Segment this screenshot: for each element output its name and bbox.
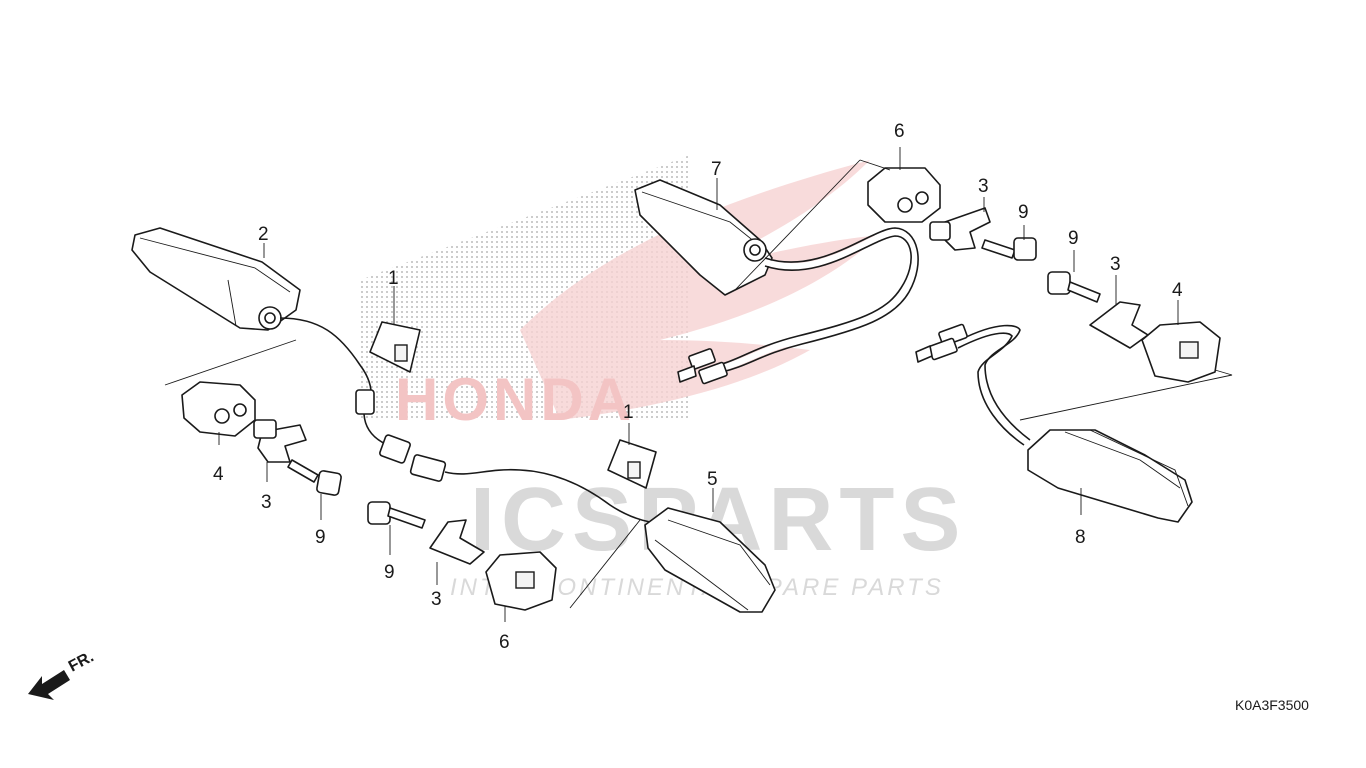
turn-signal-part-2[interactable] — [131, 227, 301, 331]
honda-wing-red — [520, 160, 880, 420]
callout-5[interactable]: 5 — [707, 469, 718, 490]
callout-3-right-middle[interactable]: 3 — [1110, 254, 1121, 275]
grommet-part-6-upper[interactable] — [867, 167, 941, 223]
wire-sleeve — [355, 389, 375, 415]
bolt-part-9-right-middle[interactable] — [1047, 271, 1101, 303]
callout-6-lower[interactable]: 6 — [499, 632, 510, 653]
front-direction-indicator: FR. — [28, 648, 97, 700]
callout-3-lower[interactable]: 3 — [431, 589, 442, 610]
turn-signal-part-5[interactable] — [644, 507, 776, 613]
wire-connector-b — [409, 454, 447, 482]
grommet-part-4-left[interactable] — [181, 381, 256, 437]
callout-9-left[interactable]: 9 — [315, 527, 326, 548]
callout-3-left[interactable]: 3 — [261, 492, 272, 513]
bracket-part-3-left[interactable] — [253, 419, 307, 463]
connector-part-1-lower[interactable] — [607, 439, 657, 489]
bolt-part-9-left[interactable] — [287, 459, 342, 496]
callout-3-upper-right[interactable]: 3 — [978, 176, 989, 197]
watermark-logo-text: HONDA — [395, 366, 635, 433]
callout-9-lower[interactable]: 9 — [384, 562, 395, 583]
connector-part-1-upper[interactable] — [369, 321, 421, 373]
callout-7[interactable]: 7 — [711, 159, 722, 180]
callout-4-left[interactable]: 4 — [213, 464, 224, 485]
wire-connector-a — [379, 434, 411, 464]
turn-signal-part-8[interactable] — [1027, 429, 1193, 523]
turn-signal-part-7[interactable] — [634, 179, 773, 296]
bracket-part-3-lower[interactable] — [429, 519, 485, 565]
figure-code: K0A3F3500 — [1235, 697, 1309, 713]
callout-9-right-middle[interactable]: 9 — [1068, 228, 1079, 249]
bracket-part-3-upper-right[interactable] — [929, 207, 991, 251]
callout-1-lower[interactable]: 1 — [623, 402, 634, 423]
callout-4-right[interactable]: 4 — [1172, 280, 1183, 301]
bracket-part-3-right-middle[interactable] — [1089, 301, 1149, 349]
bolt-part-9-upper-right[interactable] — [981, 237, 1037, 261]
arrow-icon — [28, 670, 70, 700]
callouts: 1 1 2 3 3 3 3 4 4 5 6 6 7 8 9 9 9 9 — [213, 121, 1183, 653]
socket-part-6-lower[interactable] — [485, 551, 557, 611]
bulb-connector-upper — [677, 348, 728, 385]
watermark: HONDA ICSPARTS INTERCONTINENTAL SPARE PA… — [360, 155, 960, 601]
callout-6-upper[interactable]: 6 — [894, 121, 905, 142]
bulb-connector-right — [915, 323, 968, 363]
socket-part-4-right[interactable] — [1141, 321, 1221, 383]
callout-1-upper[interactable]: 1 — [388, 268, 399, 289]
direction-label: FR. — [66, 648, 97, 675]
callout-9-upper-right[interactable]: 9 — [1018, 202, 1029, 223]
callout-8[interactable]: 8 — [1075, 527, 1086, 548]
bolt-part-9-lower[interactable] — [367, 501, 426, 529]
callout-2[interactable]: 2 — [258, 224, 269, 245]
